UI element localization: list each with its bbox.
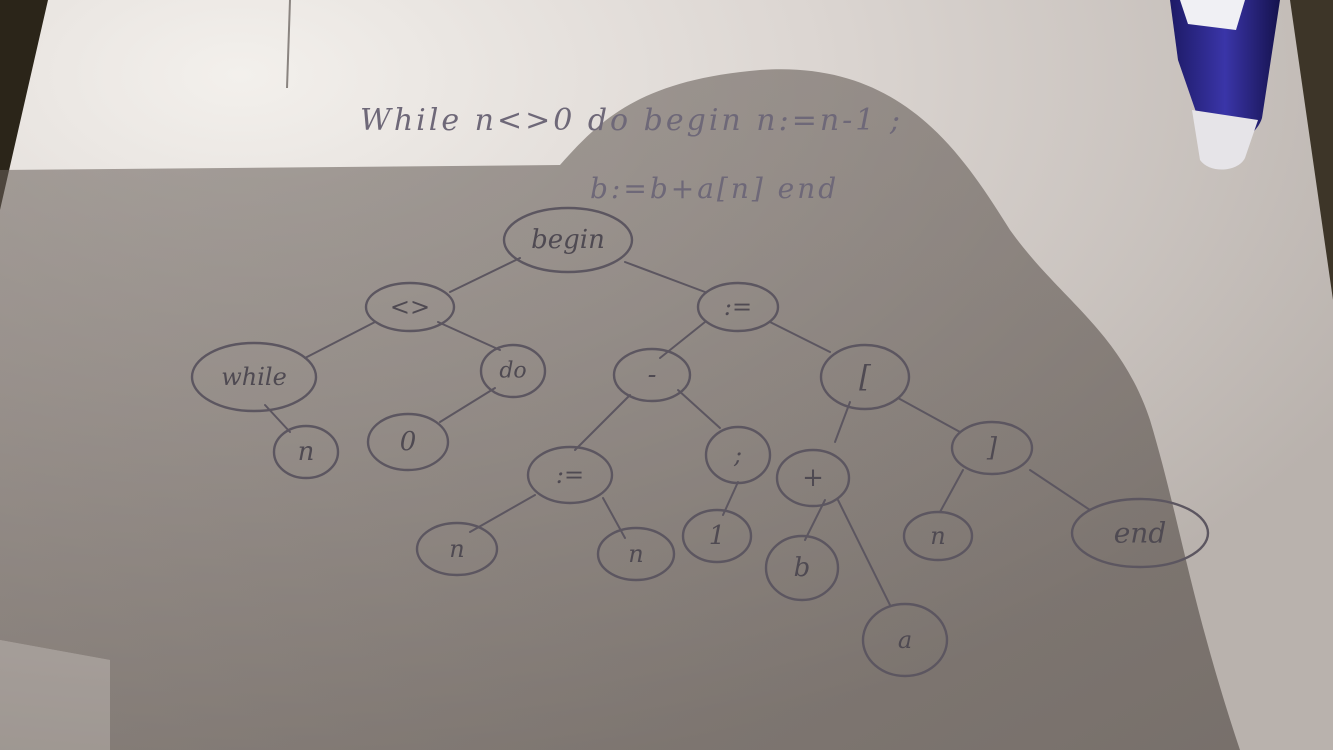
node-label: +: [802, 463, 824, 493]
node-label: -: [648, 360, 657, 390]
tree-node-minus: -: [612, 347, 692, 403]
node-label: end: [1114, 517, 1167, 550]
tree-node-do: do: [479, 343, 547, 399]
tree-node-end: end: [1070, 497, 1210, 569]
node-label: ]: [986, 433, 998, 463]
node-label: ;: [733, 441, 742, 469]
tree-node-n-left: n: [415, 521, 499, 577]
node-label: b: [794, 553, 811, 583]
tree-node-left-bracket: [: [819, 343, 911, 411]
code-line-1: While n<>0 do begin n:=n-1 ;: [360, 103, 903, 138]
node-label: a: [898, 626, 912, 654]
code-line-2: b:=b+a[n] end: [590, 172, 839, 205]
tree-node-while: while: [190, 341, 318, 413]
node-label: 0: [400, 427, 417, 457]
tree-node-n: n: [272, 424, 340, 480]
tree-node-zero: 0: [366, 412, 450, 472]
node-label: while: [221, 363, 287, 391]
tree-node-assign-top: :=: [696, 281, 780, 333]
lower-shadow: [0, 640, 110, 750]
node-label: <>: [390, 293, 430, 321]
tree-node-b: b: [764, 534, 840, 602]
node-label: 1: [709, 521, 726, 551]
node-label: n: [298, 437, 315, 467]
node-label: [: [859, 360, 871, 395]
tree-node-n-bracket: n: [902, 510, 974, 562]
pen-icon: [1170, 0, 1280, 170]
tree-node-n-right: n: [596, 526, 676, 582]
tree-node-one: 1: [681, 508, 753, 564]
node-label: begin: [531, 225, 605, 255]
tree-node-a: a: [861, 602, 949, 678]
node-label: do: [499, 359, 526, 384]
node-label: :=: [556, 461, 584, 489]
node-label: n: [930, 522, 945, 550]
tree-node-right-bracket: ]: [950, 420, 1034, 476]
node-label: n: [628, 540, 643, 568]
tree-node-plus: +: [775, 448, 851, 508]
hand-shadow: [0, 69, 1240, 750]
tree-node-assign-low: :=: [526, 445, 614, 505]
tree-node-semicolon: ;: [704, 425, 772, 485]
node-label: :=: [724, 293, 752, 321]
tree-node-not-equal: <>: [364, 281, 456, 333]
tree-node-begin: begin: [502, 206, 634, 274]
node-label: n: [449, 535, 464, 563]
margin-line: [286, 0, 291, 89]
